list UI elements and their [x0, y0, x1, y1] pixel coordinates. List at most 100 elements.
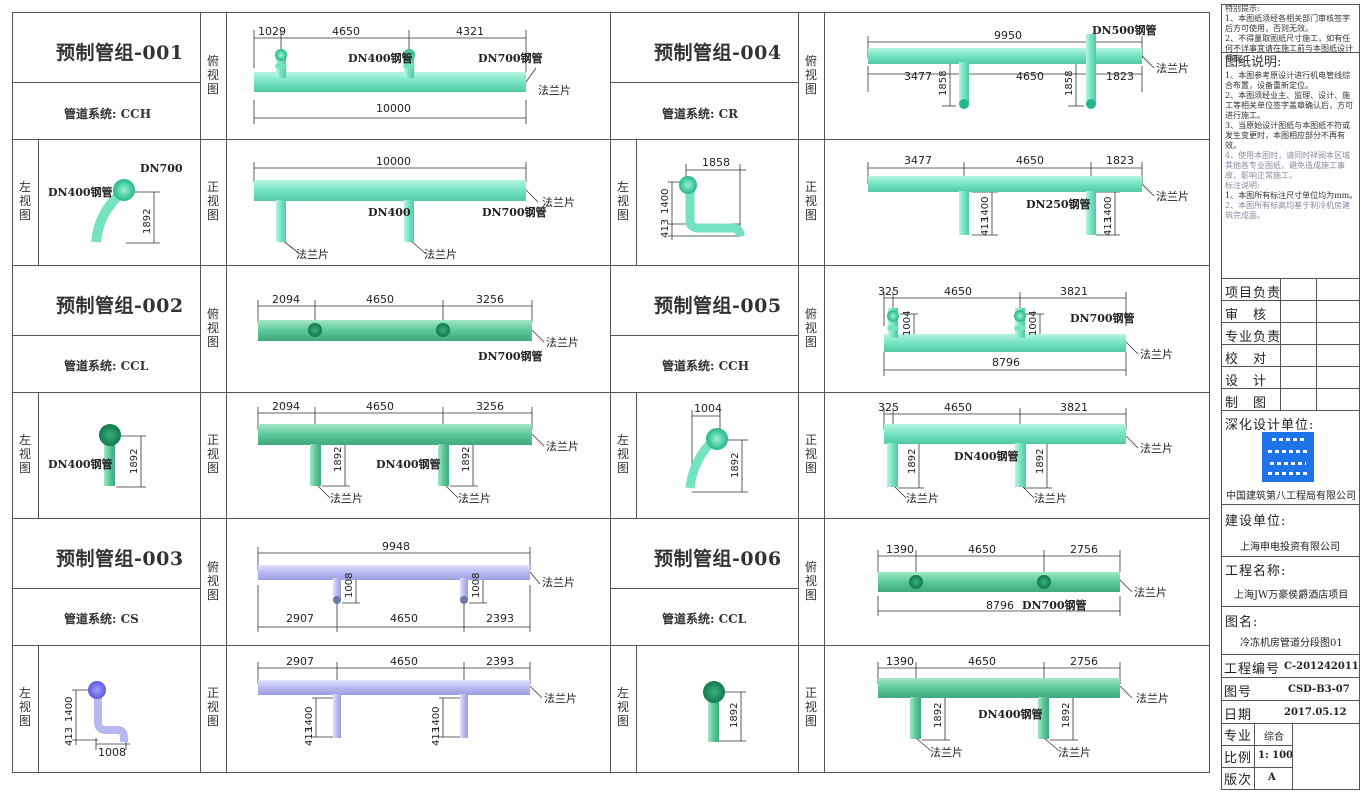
label-flange: 法兰片 — [1058, 745, 1091, 759]
group-system-006: 管道系统: CCL — [662, 612, 747, 626]
dim-g2-h: 1892 — [461, 447, 472, 472]
drawing-no-label: 图号 — [1224, 685, 1253, 700]
dim-g3-left-h1: 1400 — [64, 697, 75, 722]
label-dn400: DN400钢管 — [954, 449, 1019, 463]
label-dn700-short: DN700 — [140, 162, 183, 175]
group-system-002: 管道系统: CCL — [64, 359, 149, 373]
note-7: 2、本图所有标高均基于制冷机房建筑完成面。 — [1225, 201, 1351, 220]
view-label-left: 左视图 — [616, 686, 629, 728]
dim-g6-h: 1892 — [1061, 703, 1072, 728]
note-6: 1、本图所有标注尺寸单位均为mm。 — [1225, 191, 1358, 200]
dim-g4-h2: 413 — [1103, 217, 1114, 236]
view-label-left: 左视图 — [616, 433, 629, 475]
special-notes: 特别提示: 1、本图纸须经各相关部门审核签字后方可使用，否则无效。 2、不得量取… — [1225, 4, 1358, 64]
label-dn500: DN500钢管 — [1092, 23, 1157, 37]
dim-g3-left-h2: 413 — [64, 727, 75, 746]
special-note-1: 1、本图纸须经各相关部门审核签字后方可使用，否则无效。 — [1225, 14, 1351, 33]
sign-project-lead: 项目负责 — [1225, 286, 1282, 301]
dim-g2-h: 1892 — [333, 447, 344, 472]
label-flange: 法兰片 — [542, 575, 575, 589]
dim-g6-left-h: 1892 — [729, 703, 740, 728]
label-flange: 法兰片 — [546, 335, 579, 349]
label-flange: 法兰片 — [546, 439, 579, 453]
label-flange: 法兰片 — [330, 491, 363, 505]
dim-g4-total: 9950 — [994, 29, 1022, 42]
dim-g3-h2: 413 — [304, 727, 315, 746]
dim-g2-left-h: 1892 — [129, 449, 140, 474]
sign-discipline-lead: 专业负责 — [1225, 330, 1282, 345]
design-unit-label: 深化设计单位: — [1225, 418, 1315, 433]
drawing-title-label: 图名: — [1225, 615, 1259, 630]
dim-g4-c-front: 1823 — [1106, 154, 1134, 167]
note-5: 标注说明: — [1225, 181, 1260, 190]
notes-title: 图纸说明: — [1225, 55, 1282, 70]
dim-g4-h2: 413 — [980, 217, 991, 236]
label-dn400-short: DN400 — [368, 206, 411, 219]
group-title-005: 预制管组-005 — [654, 295, 782, 317]
dim-g5-c: 3821 — [1060, 285, 1088, 298]
dim-g2-b: 4650 — [366, 293, 394, 306]
dim-g5-a-front: 325 — [878, 401, 899, 414]
project-label: 工程名称: — [1225, 564, 1287, 579]
drawing-notes: 图纸说明: 1、本图参考原设计进行机电管线综合布置，设备重新定位。 2、本图须经… — [1225, 55, 1358, 221]
dim-g4-v: 1858 — [1064, 71, 1075, 96]
label-dn400: DN400钢管 — [376, 457, 441, 471]
scale: 1: 100 — [1258, 750, 1294, 761]
dim-g4-b-front: 4650 — [1016, 154, 1044, 167]
dim-g5-left-h: 1892 — [730, 453, 741, 478]
label-flange: 法兰片 — [1034, 491, 1067, 505]
label-flange: 法兰片 — [1134, 585, 1167, 599]
dim-g5-v: 1004 — [902, 311, 913, 336]
dim-g4-left-h1: 1400 — [660, 189, 671, 214]
group-system-004: 管道系统: CR — [662, 107, 739, 121]
company-logo — [1262, 432, 1314, 482]
view-label-front: 正视图 — [206, 686, 219, 728]
dim-g3-h1: 1400 — [431, 707, 442, 732]
label-flange: 法兰片 — [296, 247, 329, 261]
build-unit-label: 建设单位: — [1225, 514, 1287, 529]
special-note-2: 2、不得量取图纸尺寸施工，如有任何不详事宜请在施工前与本图纸设计师商。 — [1225, 34, 1353, 63]
view-label-top: 俯视图 — [206, 54, 219, 96]
dim-g5-h: 1892 — [1035, 449, 1046, 474]
version: A — [1268, 772, 1276, 783]
label-dn700: DN700钢管 — [1022, 598, 1087, 612]
label-flange: 法兰片 — [424, 247, 457, 261]
dim-g6-c: 2756 — [1070, 543, 1098, 556]
major: 综合 — [1264, 732, 1284, 743]
label-flange: 法兰片 — [906, 491, 939, 505]
dim-g2-a-front: 2094 — [272, 400, 300, 413]
label-dn400: DN400钢管 — [348, 51, 413, 65]
date-label: 日期 — [1224, 708, 1253, 723]
label-flange: 法兰片 — [542, 195, 575, 209]
label-flange: 法兰片 — [1136, 691, 1169, 705]
label-flange: 法兰片 — [538, 83, 571, 97]
dim-g5-b-front: 4650 — [944, 401, 972, 414]
view-label-top: 俯视图 — [206, 560, 219, 602]
dim-g5-b: 4650 — [944, 285, 972, 298]
dim-g4-c: 1823 — [1106, 70, 1134, 83]
view-label-front: 正视图 — [206, 180, 219, 222]
dim-g4-left-h2: 413 — [660, 219, 671, 238]
dim-g3-a: 2907 — [286, 612, 314, 625]
project-no-label: 工程编号 — [1224, 662, 1281, 677]
view-label-left: 左视图 — [18, 433, 31, 475]
dim-g1-total: 10000 — [376, 102, 411, 115]
dim-g3-c-front: 2393 — [486, 655, 514, 668]
group-system-001: 管道系统: CCH — [64, 107, 152, 121]
dim-g3-left-w: 1008 — [98, 746, 126, 759]
label-dn700: DN700钢管 — [478, 51, 543, 65]
label-dn700: DN700钢管 — [1070, 311, 1135, 325]
dim-g3-h1: 1400 — [304, 707, 315, 732]
dim-g2-b-front: 4650 — [366, 400, 394, 413]
sign-drafting: 制 图 — [1225, 396, 1268, 411]
dim-g3-v: 1008 — [471, 573, 482, 598]
label-dn400: DN400钢管 — [48, 185, 113, 199]
view-label-top: 俯视图 — [206, 307, 219, 349]
dim-g6-a-front: 1390 — [886, 655, 914, 668]
group-title-002: 预制管组-002 — [56, 295, 184, 317]
drawing-title: 冷冻机房管道分段图01 — [1240, 638, 1343, 649]
view-label-front: 正视图 — [804, 686, 817, 728]
sign-check: 校 对 — [1225, 352, 1268, 367]
dim-g4-v: 1858 — [938, 71, 949, 96]
dim-g1-b: 4650 — [332, 25, 360, 38]
